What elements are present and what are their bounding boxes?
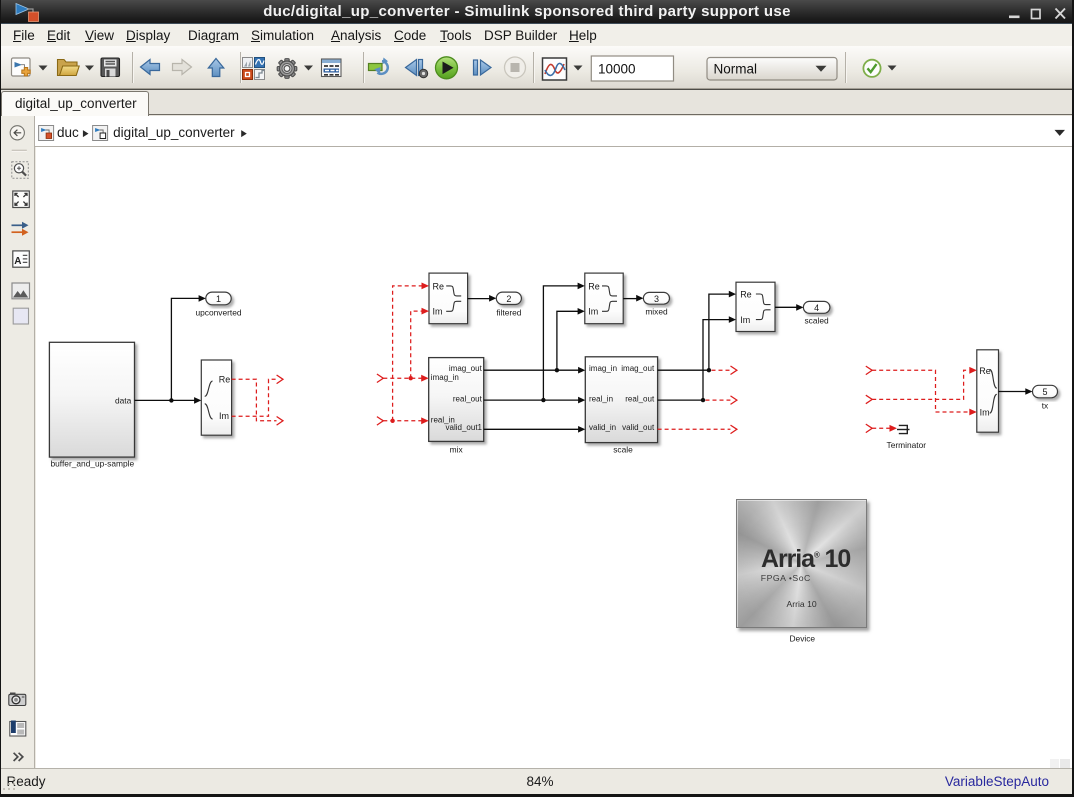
svg-text:1: 1 xyxy=(216,294,221,304)
svg-text:Re: Re xyxy=(740,289,752,299)
svg-text:upconverted: upconverted xyxy=(195,307,241,317)
svg-text:Re: Re xyxy=(588,281,600,291)
svg-text:4: 4 xyxy=(814,303,819,313)
svg-text:Re: Re xyxy=(433,281,445,291)
svg-text:mixed: mixed xyxy=(645,307,668,317)
svg-text:5: 5 xyxy=(1042,387,1047,397)
svg-text:Im: Im xyxy=(588,307,598,317)
svg-text:duc: duc xyxy=(57,125,79,140)
svg-text:imag_out: imag_out xyxy=(621,364,655,373)
svg-text:scale: scale xyxy=(613,445,633,455)
svg-text:data: data xyxy=(115,396,132,406)
svg-text:tx: tx xyxy=(1042,401,1049,411)
svg-text:Im: Im xyxy=(740,315,750,325)
svg-text:Terminator: Terminator xyxy=(887,440,927,450)
svg-text:real_out: real_out xyxy=(625,394,655,403)
svg-text:imag_out: imag_out xyxy=(449,364,483,373)
svg-text:buffer_and_up-sample: buffer_and_up-sample xyxy=(50,459,134,469)
svg-text:imag_in: imag_in xyxy=(431,373,459,382)
svg-text:valid_out: valid_out xyxy=(622,423,655,432)
svg-text:2: 2 xyxy=(506,294,511,304)
svg-text:Im: Im xyxy=(433,307,443,317)
svg-text:real_in: real_in xyxy=(589,394,613,403)
svg-text:Re: Re xyxy=(219,374,231,384)
svg-text:real_out: real_out xyxy=(453,394,483,403)
svg-text:scaled: scaled xyxy=(804,315,829,325)
svg-text:real_in: real_in xyxy=(431,416,455,425)
svg-text:valid_in: valid_in xyxy=(589,423,616,432)
svg-text:mix: mix xyxy=(450,444,464,454)
svg-text:Im: Im xyxy=(980,408,990,418)
svg-text:digital_up_converter: digital_up_converter xyxy=(113,125,235,140)
svg-text:10000: 10000 xyxy=(598,62,636,77)
svg-text:3: 3 xyxy=(654,294,659,304)
svg-text:Device: Device xyxy=(789,633,815,643)
svg-text:filtered: filtered xyxy=(496,307,521,317)
svg-text:A: A xyxy=(14,255,21,266)
svg-text:valid_out1: valid_out1 xyxy=(446,423,483,432)
svg-text:Re: Re xyxy=(979,366,991,376)
svg-text:Normal: Normal xyxy=(714,62,758,77)
svg-text:Im: Im xyxy=(219,411,229,421)
svg-text:imag_in: imag_in xyxy=(589,364,617,373)
